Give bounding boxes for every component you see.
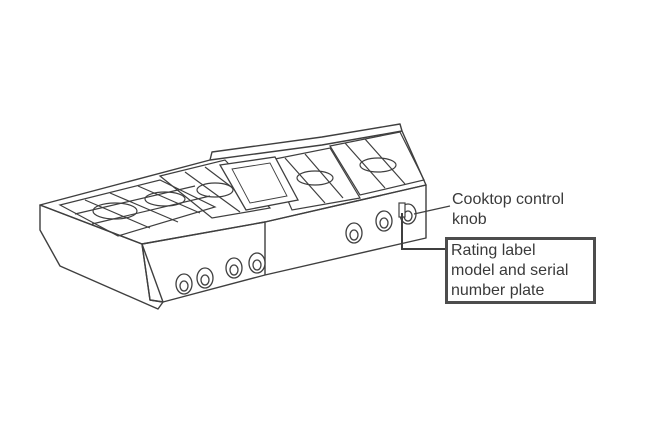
control-knob-icon: [248, 252, 266, 274]
control-knobs: [175, 203, 417, 295]
control-knob-icon: [345, 222, 363, 244]
control-knob-callout: Cooktop control knob: [452, 191, 565, 228]
control-knob-icon: [196, 267, 214, 289]
griddle-icon: [218, 156, 299, 211]
knob-leader-line: [413, 205, 451, 215]
rating-leader-line: [401, 213, 445, 250]
cooktop-back-rail: [209, 123, 403, 161]
rating-label-callout: Rating label model and serial number pla…: [451, 242, 569, 299]
burner-grate-icon: [58, 179, 217, 237]
rating-label-callout-box: [445, 237, 596, 304]
control-knob-icon: [225, 257, 243, 279]
control-knob-icon: [175, 273, 193, 295]
burner-grate-icon: [329, 131, 425, 196]
control-knob-icon: [375, 210, 393, 232]
cooktop-side-panel: [39, 204, 164, 310]
